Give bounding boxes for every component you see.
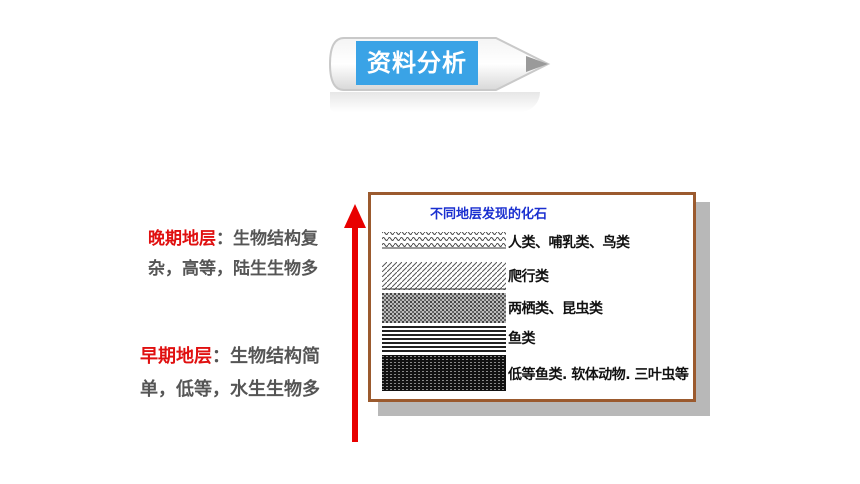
banner-reflection: [330, 92, 540, 112]
stratum-label-4: 鱼类: [508, 331, 536, 347]
up-arrow-icon: [344, 204, 366, 442]
stratum-label-3: 两栖类、昆虫类: [508, 301, 603, 317]
page-title: 资料分析: [356, 41, 478, 85]
note-late-text: ：生物结构复杂，高等，陆生生物多: [148, 229, 318, 279]
stratum-pattern-3: [382, 293, 506, 323]
note-early-text: ：生物结构简单，低等，水生生物多: [140, 346, 320, 400]
figure-title: 不同地层发现的化石: [430, 207, 548, 222]
stratum-label-1: 人类、哺乳类、鸟类: [508, 235, 630, 251]
stratum-pattern-5: [382, 355, 506, 391]
note-early-keyword: 早期地层: [140, 346, 212, 367]
stratum-pattern-4: [382, 326, 506, 352]
note-early-strata: 早期地层：生物结构简单，低等，水生生物多: [140, 340, 340, 406]
note-late-strata: 晚期地层：生物结构复杂，高等，陆生生物多: [148, 224, 336, 284]
stratum-pattern-1: [382, 232, 506, 249]
stratum-label-2: 爬行类: [508, 269, 549, 285]
note-late-keyword: 晚期地层: [148, 229, 216, 249]
stratum-label-5: 低等鱼类. 软体动物. 三叶虫等: [508, 367, 689, 383]
stratum-pattern-2: [382, 262, 506, 290]
